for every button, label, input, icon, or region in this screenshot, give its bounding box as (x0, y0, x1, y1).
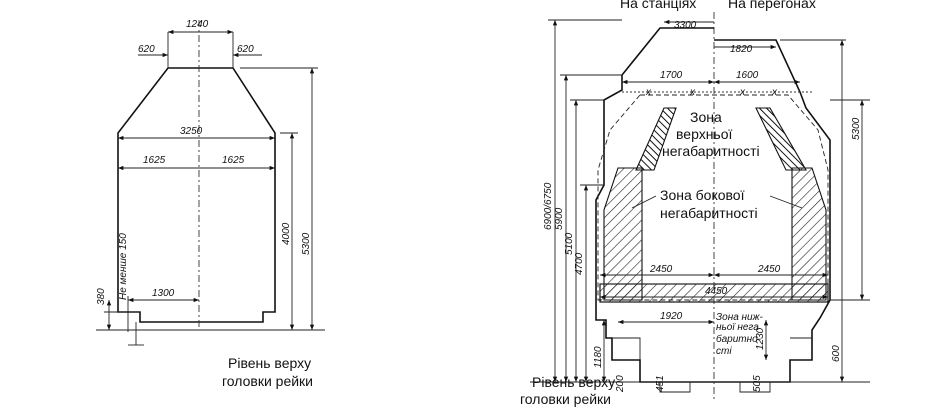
right-dim-505: 505 (752, 375, 763, 392)
zone-side-line2: негабаритності (660, 205, 758, 221)
left-dim-620-b: 620 (237, 44, 254, 55)
right-dim-1600: 1600 (736, 70, 759, 81)
right-dim-1920: 1920 (660, 311, 683, 322)
side-zone-right (791, 167, 827, 301)
right-dim-5100: 5100 (564, 232, 575, 255)
left-dim-1240: 1240 (186, 19, 209, 30)
right-caption-line1: Рівень верху (532, 374, 615, 390)
zone-side-line1: Зона бокової (660, 187, 745, 203)
right-dim-1230: 1230 (755, 327, 766, 350)
zone-top-line2: верхньої (676, 126, 733, 142)
right-dim-4450: 4450 (705, 286, 728, 297)
left-caption-line2: головки рейки (222, 373, 313, 389)
right-dim-4700: 4700 (574, 252, 585, 275)
upper-zone-left (635, 107, 677, 171)
right-dim-6900: 6900/6750 (543, 182, 554, 230)
right-dim-5300: 5300 (851, 117, 862, 140)
svg-text:x: x (689, 87, 696, 98)
right-clearance-diagram: На станціях На перегонах 3300 1820 x x x… (520, 0, 870, 407)
header-stations: На станціях (620, 0, 696, 11)
right-dim-451: 451 (655, 375, 666, 392)
left-dim-4000: 4000 (281, 222, 292, 245)
right-dim-2450-b: 2450 (757, 264, 781, 275)
right-dim-2450-a: 2450 (649, 264, 673, 275)
left-dim-620-a: 620 (138, 44, 155, 55)
zone-low-line1: Зона ниж- (716, 312, 763, 323)
zone-low-line2: ньої нега (716, 322, 759, 333)
right-dim-1180: 1180 (593, 346, 604, 368)
left-outline (117, 67, 276, 323)
left-dim-1625-b: 1625 (222, 155, 245, 166)
svg-text:x: x (739, 87, 746, 98)
zone-top-line3: негабаритності (662, 143, 760, 159)
left-caption-line1: Рівень верху (228, 355, 311, 371)
side-zone-left (603, 167, 643, 301)
zone-top-line1: Зона (690, 109, 722, 125)
left-dim-5300: 5300 (301, 232, 312, 255)
header-hauls: На перегонах (728, 0, 816, 11)
left-side-note: Не менше 150 (118, 233, 129, 300)
right-dim-1820: 1820 (730, 44, 753, 55)
left-dim-1300: 1300 (152, 288, 175, 299)
zone-low-line3: баритно- (716, 333, 762, 345)
right-dim-600: 600 (831, 345, 842, 362)
svg-text:x: x (771, 87, 778, 98)
right-caption-line2: головки рейки (520, 391, 611, 407)
right-dim-5900: 5900 (554, 207, 565, 230)
left-dim-3250: 3250 (180, 126, 203, 137)
upper-zone-right (755, 107, 807, 171)
left-clearance-diagram: 1240 620 620 3250 1625 1625 4000 5300 38… (96, 19, 325, 389)
right-dim-1700: 1700 (660, 70, 683, 81)
svg-text:x: x (645, 87, 652, 98)
right-dim-3300: 3300 (674, 20, 697, 31)
left-dim-1625-a: 1625 (143, 155, 166, 166)
right-inner-gauge (597, 94, 829, 301)
zone-low-line4: сті (716, 346, 732, 357)
right-dim-200: 200 (615, 375, 626, 393)
left-dim-380: 380 (96, 288, 107, 305)
